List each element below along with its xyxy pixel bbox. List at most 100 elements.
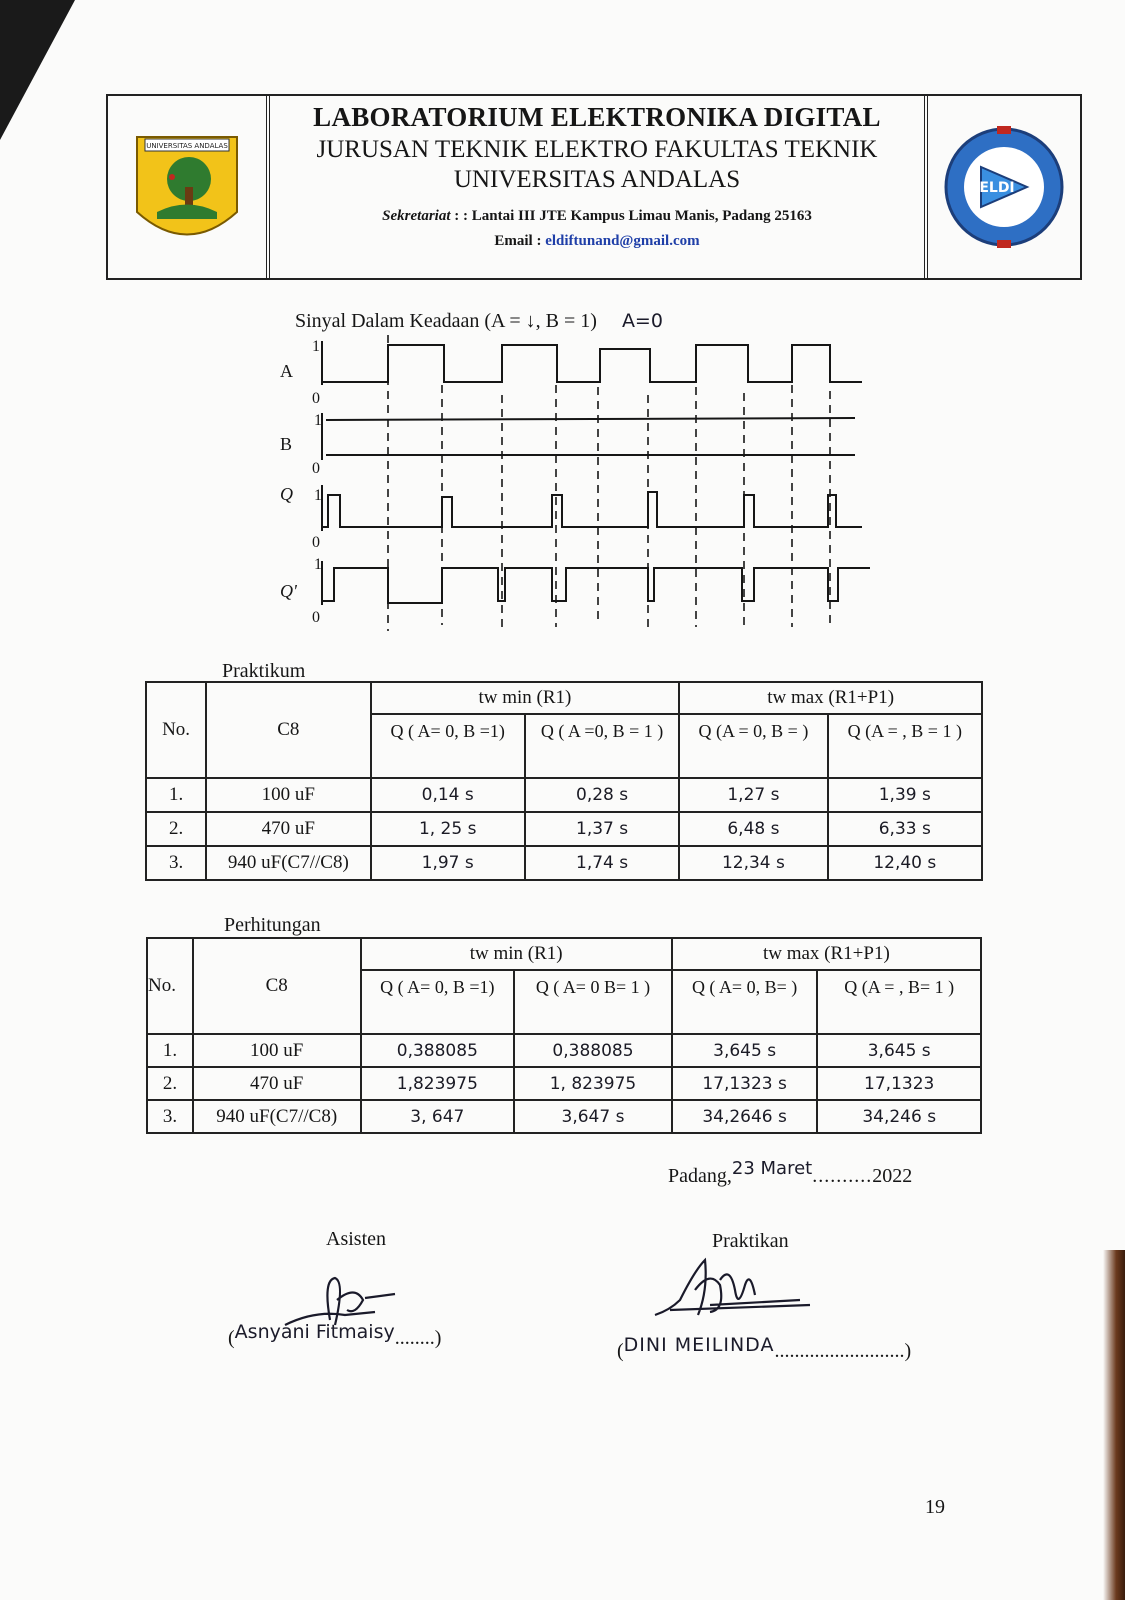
lab-title: LABORATORIUM ELEKTRONIKA DIGITAL	[313, 102, 881, 132]
logo-banner-text: UNIVERSITAS ANDALAS	[146, 142, 228, 150]
subheader: Q (A = 0, B = )	[678, 713, 829, 779]
praktikan-signature	[654, 1257, 811, 1317]
col-twmin-header: tw min (R1)	[359, 937, 673, 971]
row-no: 2.	[146, 1066, 194, 1101]
signal-a-hi: 1	[312, 338, 320, 355]
perhitungan-label: Perhitungan	[224, 914, 321, 936]
signal-q-wave	[322, 491, 862, 528]
row-no: 3.	[144, 845, 208, 881]
cell-value: 0,14 s	[369, 777, 526, 813]
signal-qn-wave	[322, 567, 870, 604]
subheader: Q (A = , B= 1 )	[816, 969, 982, 1035]
department-title: JURUSAN TEKNIK ELEKTRO FAKULTAS TEKNIK	[316, 136, 878, 163]
cell-value: 1, 823975	[513, 1066, 673, 1101]
timing-diagram: 1 A 0 1 B 0 Q 1 0 1 Q' 0	[280, 335, 870, 631]
signal-a-name: A	[280, 361, 293, 381]
cell-value: 1,27 s	[678, 777, 829, 813]
col-no-header: No.	[144, 681, 208, 779]
cell-value: 0,28 s	[523, 777, 681, 813]
praktikum-label: Praktikum	[222, 660, 306, 682]
university-title: UNIVERSITAS ANDALAS	[453, 166, 741, 193]
signal-b-lo: 0	[312, 460, 320, 477]
table-row: 1. 100 uF 0,388085 0,388085 3,645 s 3,64…	[146, 1033, 982, 1068]
subheader: Q ( A =0, B = 1 )	[523, 713, 681, 779]
row-no: 2.	[144, 811, 208, 847]
table-row: 3. 940 uF(C7//C8) 3, 647 3,647 s 34,2646…	[146, 1099, 982, 1134]
col-twmax-header: tw max (R1+P1)	[678, 681, 983, 715]
cell-value: 12,34 s	[678, 845, 829, 881]
table-row: 2. 470 uF 1,823975 1, 823975 17,1323 s 1…	[146, 1066, 982, 1101]
praktikan-name-line: (DINI MEILINDA..........................…	[617, 1334, 912, 1362]
subheader: Q ( A= 0, B =1)	[369, 713, 526, 779]
col-c8-header: C8	[191, 937, 362, 1035]
asisten-name: Asnyani Fitmaisy	[234, 1321, 395, 1343]
secretariat-line: Sekretariat : : Lantai III JTE Kampus Li…	[382, 208, 812, 224]
university-logo: UNIVERSITAS ANDALAS	[108, 96, 270, 278]
cell-value: 17,1323	[816, 1066, 982, 1101]
praktikan-label: Praktikan	[712, 1230, 789, 1252]
cell-value: 34,2646 s	[670, 1099, 819, 1134]
signal-q-name: Q	[280, 484, 293, 504]
row-c8: 940 uF(C7//C8)	[191, 1099, 362, 1134]
letterhead: UNIVERSITAS ANDALAS LABORATORIUM ELEKTRO…	[106, 94, 1082, 280]
cell-value: 1, 25 s	[369, 811, 526, 847]
asisten-name-line: (Asnyani Fitmaisy........)	[228, 1321, 442, 1349]
cell-value: 1,37 s	[523, 811, 681, 847]
row-c8: 940 uF(C7//C8)	[205, 845, 372, 881]
cell-value: 34,246 s	[816, 1099, 982, 1134]
col-twmin-header: tw min (R1)	[369, 681, 681, 715]
row-no: 1.	[146, 1033, 194, 1068]
row-c8: 100 uF	[191, 1033, 362, 1068]
page-number: 19	[925, 1496, 945, 1518]
cell-value: 17,1323 s	[670, 1066, 819, 1101]
cell-value: 1,97 s	[369, 845, 526, 881]
signal-a-wave	[322, 344, 862, 383]
asisten-signature	[284, 1276, 396, 1326]
subheader: Q ( A= 0, B= )	[670, 969, 819, 1035]
signal-b-hi: 1	[314, 412, 322, 429]
cell-value: 1,39 s	[826, 777, 984, 813]
eldi-logo-text: ELDI	[979, 180, 1014, 196]
signal-qn-name: Q'	[280, 581, 298, 601]
perhitungan-table: No. C8 tw min (R1) tw max (R1+P1) Q ( A=…	[146, 937, 983, 1134]
cell-value: 3, 647	[359, 1099, 516, 1134]
praktikan-name: DINI MEILINDA	[623, 1334, 775, 1356]
cell-value: 12,40 s	[826, 845, 984, 881]
table-row: 1. 100 uF 0,14 s 0,28 s 1,27 s 1,39 s	[144, 777, 984, 813]
table-row: 3. 940 uF(C7//C8) 1,97 s 1,74 s 12,34 s …	[144, 845, 984, 881]
cell-value: 3,647 s	[513, 1099, 673, 1134]
col-c8-header: C8	[205, 681, 372, 779]
subheader: Q ( A= 0 B= 1 )	[513, 969, 673, 1035]
row-c8: 470 uF	[191, 1066, 362, 1101]
cell-value: 6,33 s	[826, 811, 984, 847]
eldi-logo: ELDI	[924, 96, 1080, 278]
cell-value: 1,74 s	[523, 845, 681, 881]
row-c8: 100 uF	[205, 777, 372, 813]
signal-qn-hi: 1	[314, 556, 322, 573]
signal-b-high	[325, 417, 856, 421]
col-twmax-header: tw max (R1+P1)	[670, 937, 983, 971]
signal-title: Sinyal Dalam Keadaan (A = ↓, B = 1) A=0	[295, 310, 663, 332]
col-no-header: No.	[146, 937, 194, 1035]
cell-value: 6,48 s	[678, 811, 829, 847]
cell-value: 3,645 s	[816, 1033, 982, 1068]
row-c8: 470 uF	[205, 811, 372, 847]
signal-a-lo: 0	[312, 390, 320, 407]
cell-value: 0,388085	[359, 1033, 516, 1068]
signal-qn-lo: 0	[312, 609, 320, 626]
signal-q-hi: 1	[314, 487, 322, 504]
subheader: Q ( A= 0, B =1)	[359, 969, 516, 1035]
signal-b-name: B	[280, 434, 292, 454]
praktikum-table: No. C8 tw min (R1) tw max (R1+P1) Q ( A=…	[144, 681, 984, 881]
scan-corner-shadow	[0, 0, 75, 140]
row-no: 1.	[144, 777, 208, 813]
subheader: Q (A = , B = 1 )	[826, 713, 984, 779]
signal-note: A=0	[621, 310, 663, 332]
table-row: 2. 470 uF 1, 25 s 1,37 s 6,48 s 6,33 s	[144, 811, 984, 847]
email-link[interactable]: eldiftunand@gmail.com	[545, 233, 700, 249]
signal-q-lo: 0	[312, 534, 320, 551]
cell-value: 1,823975	[359, 1066, 516, 1101]
cell-value: 3,645 s	[670, 1033, 819, 1068]
scan-edge-shadow	[1103, 1250, 1125, 1600]
handwritten-date: 23 Maret	[731, 1158, 813, 1179]
